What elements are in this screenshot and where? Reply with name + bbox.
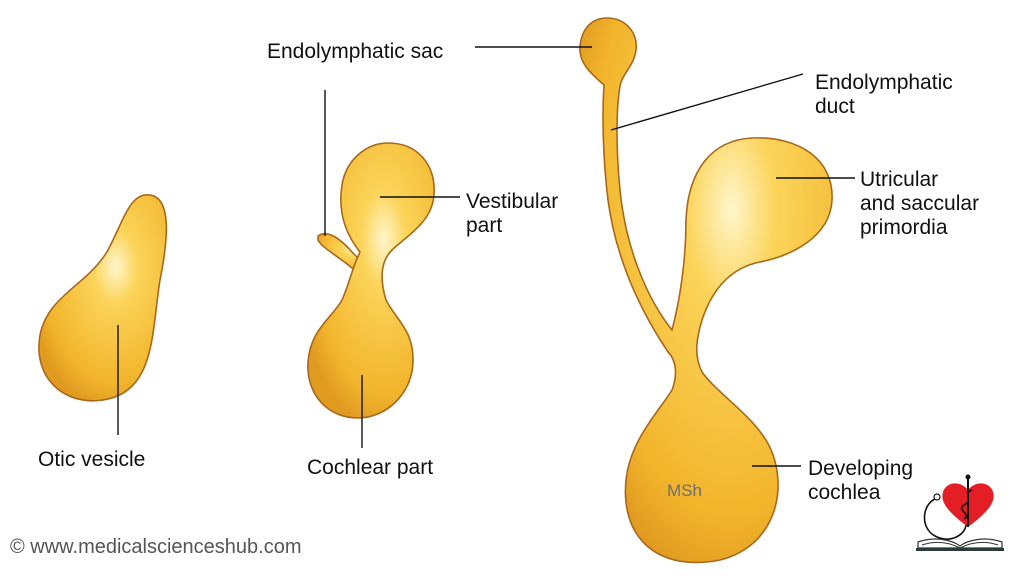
stage-three-labyrinth [579, 17, 833, 564]
medical-logo-icon [916, 474, 1004, 551]
stage-two-vesicle [307, 142, 435, 419]
developing-cochlea-label-line1: Developing [808, 457, 913, 480]
developing-cochlea-label-line2: cochlea [808, 481, 881, 504]
endolymphatic-duct-leader [610, 73, 804, 131]
cochlear-part-label: Cochlear part [307, 456, 433, 479]
copyright-text: © www.medicalscienceshub.com [10, 536, 302, 558]
otic-vesicle-shape [38, 194, 168, 402]
endolymphatic-duct-label-line2: duct [815, 95, 855, 118]
utricular-label-line2: and saccular [860, 192, 979, 215]
vestibular-part-label-line1: Vestibular [466, 190, 558, 213]
utricular-label-line3: primordia [860, 216, 948, 239]
utricular-label-line1: Utricular [860, 168, 938, 191]
vestibular-part-label-line2: part [466, 214, 502, 237]
otic-vesicle-label: Otic vesicle [38, 448, 145, 471]
endolymphatic-duct-label-line1: Endolymphatic [815, 71, 953, 94]
center-watermark: MSh [667, 481, 702, 500]
endolymphatic-sac-label: Endolymphatic sac [267, 40, 443, 63]
